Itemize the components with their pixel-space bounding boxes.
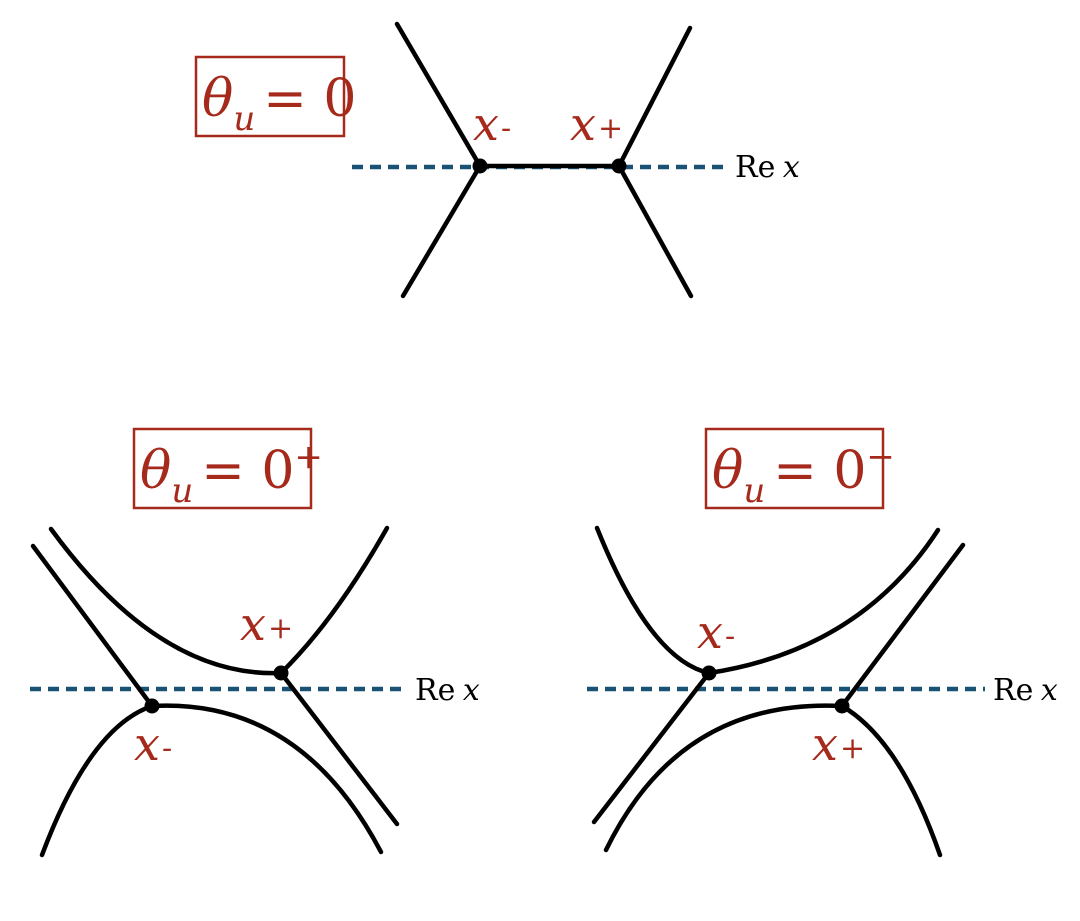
turning-point-minus	[472, 158, 488, 174]
stokes-curve-upper	[48, 525, 390, 676]
theta-label: θu= 0	[202, 69, 356, 139]
stokes-line-left	[30, 543, 155, 709]
real-axis-label: Re x	[993, 673, 1058, 708]
label-x-plus: x+	[240, 597, 293, 651]
stokes-line-upper-left	[394, 21, 483, 169]
turning-point-plus	[611, 158, 627, 174]
stokes-curve-upper	[594, 525, 941, 676]
real-axis-label: Re x	[415, 673, 480, 708]
stokes-curve-lower	[39, 703, 384, 858]
stokes-line-left	[591, 670, 712, 825]
panel-theta-zero-plus: θu= 0+ Re x x- x+	[30, 427, 480, 858]
stokes-line-lower-left	[400, 163, 483, 299]
turning-point-minus	[701, 665, 717, 681]
label-x-plus: x+	[570, 97, 623, 151]
stokes-line-lower-right	[616, 163, 694, 299]
turning-point-plus	[273, 665, 289, 681]
stokes-line-right	[839, 542, 966, 709]
theta-label-box	[194, 55, 346, 138]
panel-theta-zero: θu= 0 Re x x- x+	[194, 21, 800, 299]
label-x-minus: x-	[134, 717, 172, 771]
turning-point-plus	[834, 698, 850, 714]
label-x-plus: x+	[812, 717, 865, 771]
stokes-line-right	[278, 670, 400, 827]
label-x-minus: x-	[473, 97, 511, 151]
theta-label: θu= 0−	[712, 437, 895, 511]
turning-point-minus	[144, 698, 160, 714]
stokes-line-upper-right	[616, 25, 693, 169]
theta-label: θu= 0+	[140, 437, 323, 511]
panel-theta-zero-minus: θu= 0− Re x x- x+	[587, 427, 1058, 858]
label-x-minus: x-	[697, 605, 735, 659]
real-axis-label: Re x	[735, 150, 800, 185]
stokes-curve-lower	[603, 703, 943, 858]
theta-label-box	[704, 427, 885, 510]
theta-label-box	[132, 427, 313, 510]
